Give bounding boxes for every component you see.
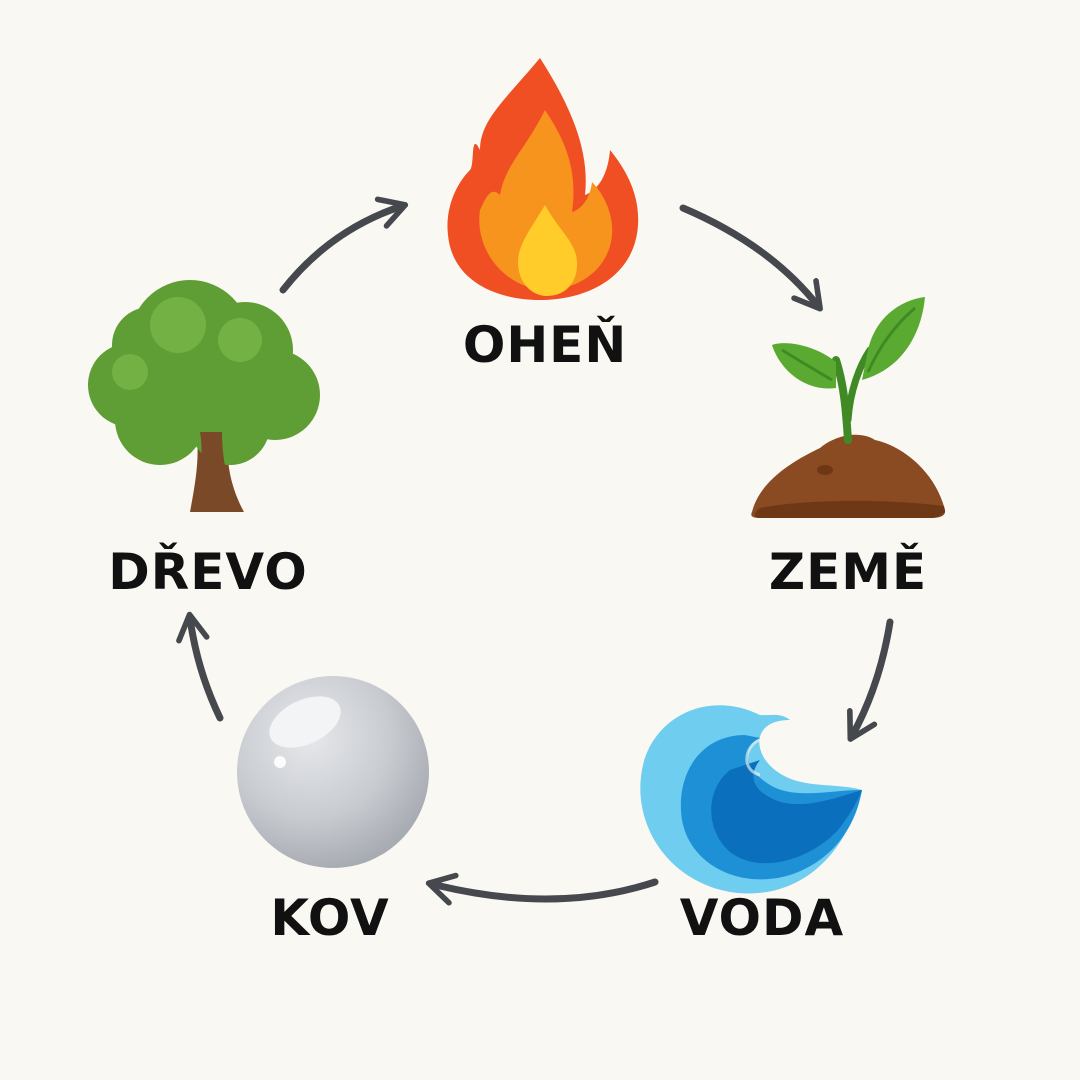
arrow-wood-to-fire xyxy=(279,196,409,294)
tree-icon xyxy=(88,280,320,512)
metal-sphere-icon xyxy=(237,676,429,868)
fire-icon xyxy=(447,58,639,300)
arrow-water-to-metal xyxy=(425,872,659,906)
sprout-soil-icon xyxy=(751,297,946,518)
label-metal: KOV xyxy=(270,889,390,947)
arrow-earth-to-water xyxy=(847,618,894,742)
label-wood: DŘEVO xyxy=(108,543,308,601)
label-fire: OHEŇ xyxy=(462,316,628,374)
label-earth: ZEMĚ xyxy=(768,543,928,601)
wave-icon xyxy=(640,705,862,894)
label-water: VODA xyxy=(679,889,845,947)
arrow-fire-to-earth xyxy=(679,204,823,312)
arrow-metal-to-wood xyxy=(176,611,224,722)
cycle-arrows xyxy=(176,196,894,906)
